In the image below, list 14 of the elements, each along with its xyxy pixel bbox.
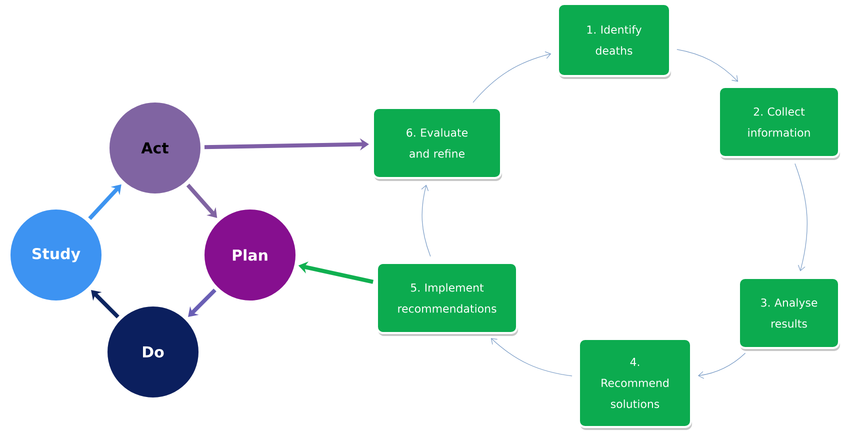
step-box: 5. Implement recommendations bbox=[376, 262, 518, 336]
step-box: 1. Identify deaths bbox=[557, 3, 671, 79]
step-box: 3. Analyse results bbox=[738, 277, 840, 351]
cycle-arrow bbox=[698, 352, 746, 379]
cycle-arrow bbox=[676, 49, 738, 82]
step-box: 6. Evaluate and refine bbox=[372, 107, 502, 181]
cycle-arrow bbox=[490, 338, 572, 376]
thick-arrow bbox=[91, 290, 120, 318]
cycle-arrow bbox=[794, 163, 808, 272]
cycle-arrow bbox=[421, 184, 431, 257]
thick-arrow bbox=[188, 288, 216, 317]
cycle-arrow bbox=[472, 51, 552, 103]
step-box: 4. Recommend solutions bbox=[578, 338, 692, 430]
step-box: 2. Collect information bbox=[718, 86, 840, 160]
